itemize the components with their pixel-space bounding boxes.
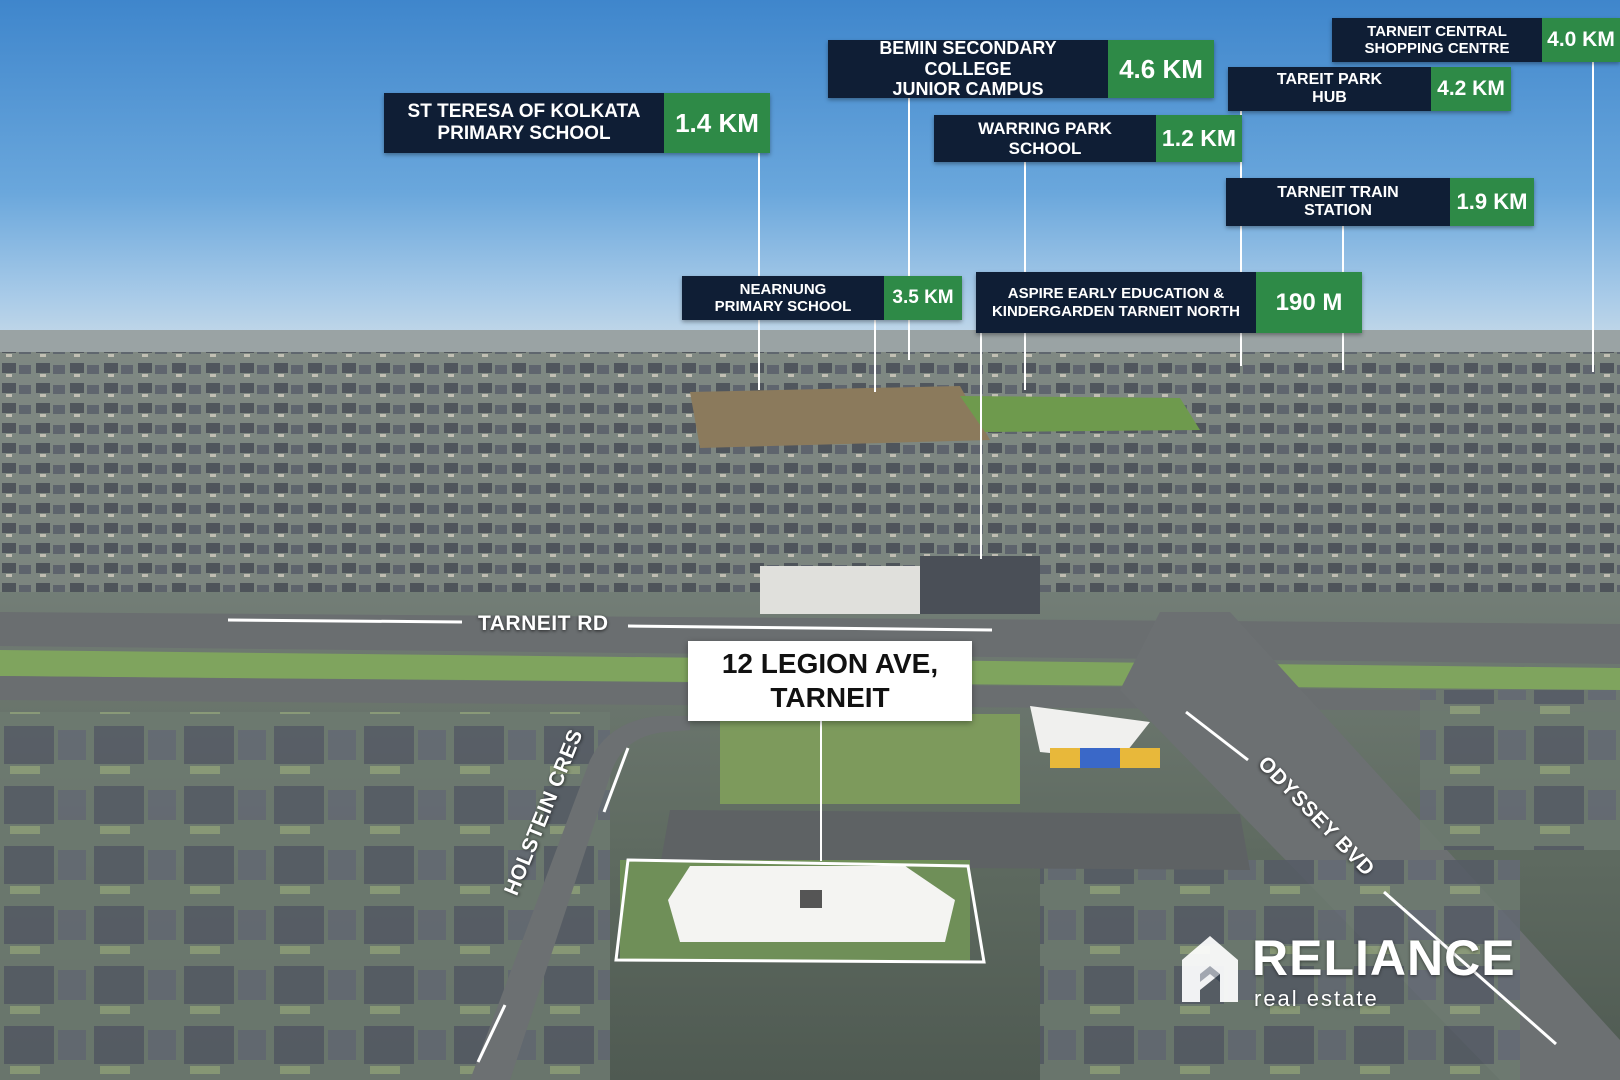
- pointer-tareit-park: [1240, 110, 1242, 366]
- near-houses-corner: [1420, 690, 1620, 850]
- callout-distance: 190 M: [1256, 272, 1362, 333]
- address-line-1: 12 LEGION AVE,: [721, 648, 939, 679]
- car-park: [660, 810, 1250, 870]
- callout-distance: 1.2 KM: [1156, 115, 1242, 162]
- brand-logo: RELIANCE real estate: [1180, 930, 1560, 1020]
- pointer-tarneit-central: [1592, 62, 1594, 372]
- shops: [760, 566, 920, 614]
- callout-distance: 3.5 KM: [884, 276, 962, 320]
- property-address-label: 12 LEGION AVE, TARNEIT: [688, 641, 972, 721]
- callout-distance: 4.6 KM: [1108, 40, 1214, 98]
- house-logo-icon: [1182, 936, 1238, 1002]
- near-houses-right: [1040, 860, 1520, 1080]
- brand-tagline: real estate: [1254, 986, 1379, 1011]
- holstein-line-bottom: [476, 1004, 507, 1063]
- playground-blue: [1080, 748, 1120, 768]
- suburb-houses: [0, 352, 1620, 592]
- pointer-nearnung: [874, 320, 876, 392]
- property-skylight: [800, 890, 822, 908]
- odyssey-line-top: [1185, 710, 1249, 762]
- street-label-tarneit-rd: TARNEIT RD: [478, 612, 609, 635]
- tarneit-rd-line-right: [627, 624, 993, 632]
- shade-sail: [1030, 706, 1150, 760]
- pointer-bemin: [908, 98, 910, 360]
- childcare-roof: [920, 556, 1040, 614]
- tarneit-rd-line-left: [227, 618, 463, 624]
- park: [720, 714, 1020, 804]
- property-boundary: [614, 858, 986, 964]
- callout-distance: 4.2 KM: [1431, 67, 1511, 111]
- horizon: [0, 330, 1620, 352]
- green-oval: [960, 396, 1200, 432]
- callout-distance: 1.4 KM: [664, 93, 770, 153]
- callout-distance: 4.0 KM: [1542, 18, 1620, 62]
- pointer-property: [820, 721, 822, 861]
- pointer-st-teresa: [758, 152, 760, 390]
- holstein-road: [470, 716, 690, 1080]
- brand-name: RELIANCE: [1252, 930, 1516, 986]
- callout-distance: 1.9 KM: [1450, 178, 1534, 226]
- holstein-line-top: [602, 747, 630, 813]
- dirt-field: [690, 386, 990, 448]
- odyssey-line-bottom: [1383, 890, 1557, 1046]
- callout-name: ASPIRE EARLY EDUCATION &KINDERGARDEN TAR…: [976, 272, 1256, 333]
- callout-aspire: ASPIRE EARLY EDUCATION &KINDERGARDEN TAR…: [976, 272, 1362, 333]
- address-line-2: TARNEIT: [770, 682, 890, 713]
- pointer-aspire: [980, 333, 982, 559]
